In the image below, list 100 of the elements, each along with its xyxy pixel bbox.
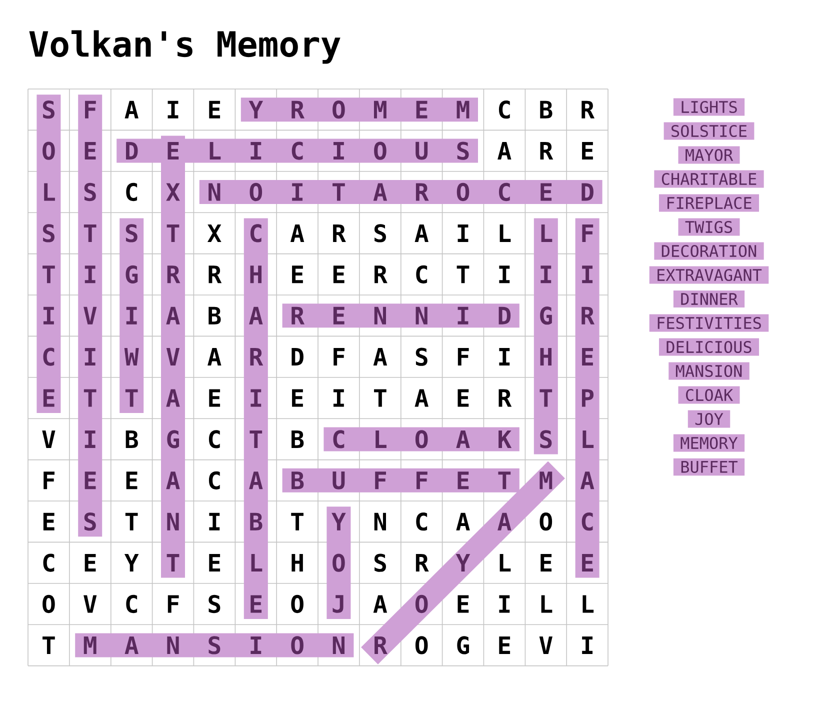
grid-letter: O: [374, 142, 386, 160]
grid-letter: Y: [124, 554, 139, 572]
grid-letter: O: [415, 594, 428, 614]
grid-letter: E: [168, 142, 179, 160]
grid-letter: E: [209, 554, 220, 572]
grid-letter: A: [414, 224, 428, 242]
grid-letter: N: [416, 306, 428, 324]
word-list-item: DELICIOUS: [659, 338, 760, 356]
grid-letter: L: [541, 224, 552, 242]
grid-letter: I: [458, 306, 468, 324]
grid-letter: L: [376, 430, 386, 448]
grid-letter: D: [126, 142, 138, 160]
grid-letter: S: [126, 224, 138, 242]
grid-letter: I: [499, 348, 510, 366]
grid-letter: E: [84, 142, 96, 160]
grid-letter: T: [84, 389, 96, 407]
grid-letter: U: [416, 142, 428, 160]
grid-letter: A: [166, 472, 180, 490]
grid-letter: E: [43, 512, 54, 530]
grid-letter: C: [582, 512, 593, 531]
grid-letter: I: [84, 430, 96, 448]
grid-letter: T: [125, 512, 138, 530]
grid-letter: V: [42, 430, 56, 448]
grid-letter: K: [498, 430, 512, 448]
grid-letter: E: [458, 595, 469, 613]
grid-letter: O: [415, 636, 428, 654]
grid-letter: A: [498, 142, 512, 160]
grid-letter: L: [582, 430, 594, 448]
grid-letter: E: [582, 554, 593, 572]
grid-letter: E: [126, 472, 138, 490]
grid-letter: S: [374, 554, 386, 572]
grid-letter: I: [209, 512, 220, 530]
word-list-item: BUFFET: [673, 458, 745, 476]
grid-letter: N: [374, 512, 386, 530]
grid-letter: E: [209, 100, 220, 118]
grid-letter: M: [84, 636, 96, 654]
grid-letter: O: [332, 554, 345, 572]
grid-letter: F: [85, 100, 96, 118]
grid-letter: L: [44, 183, 55, 201]
word-list-item: CHARITABLE: [654, 170, 764, 188]
grid-letter: N: [208, 183, 220, 201]
grid-letter: G: [167, 430, 180, 448]
grid-letter: R: [333, 224, 346, 242]
grid-letter: O: [456, 182, 470, 202]
word-list-item: MEMORY: [673, 434, 745, 452]
grid-letter: S: [208, 636, 220, 654]
word-list-item: CLOAK: [678, 386, 740, 404]
grid-letter: I: [250, 636, 262, 654]
grid-letter: P: [582, 389, 594, 407]
grid-letter: O: [332, 100, 345, 119]
grid-letter: A: [166, 389, 180, 407]
grid-letter: A: [373, 595, 388, 613]
grid-letter: C: [250, 224, 262, 242]
grid-letter: A: [249, 472, 263, 490]
word-list-item: TWIGS: [678, 218, 740, 236]
title: Volkan's Memory: [29, 30, 340, 64]
grid-letter: E: [209, 389, 220, 407]
grid-letter: I: [499, 595, 510, 613]
grid-letter: R: [540, 142, 554, 160]
grid-letter: C: [208, 430, 220, 448]
grid-letter: F: [416, 472, 428, 490]
grid-letter: R: [582, 306, 595, 324]
grid-letter: A: [290, 224, 304, 242]
grid-letter: S: [208, 594, 220, 614]
grid-letter: D: [498, 306, 511, 324]
grid-letter: A: [498, 512, 512, 530]
grid-letter: D: [292, 348, 304, 366]
grid-letter: R: [374, 636, 388, 654]
grid-letter: S: [416, 348, 428, 366]
grid-letter: C: [416, 265, 428, 284]
grid-letter: F: [44, 472, 54, 490]
word-list-item: JOY: [688, 410, 730, 428]
word-list-item: FIREPLACE: [659, 194, 760, 212]
grid-letter: O: [291, 636, 304, 654]
grid-letter: L: [500, 224, 511, 242]
grid-letter: B: [126, 430, 138, 448]
grid-letter: T: [540, 389, 552, 407]
grid-letter: S: [540, 430, 552, 448]
grid-letter: T: [498, 472, 511, 490]
grid-letter: A: [456, 512, 470, 530]
grid-letter: W: [124, 348, 139, 366]
grid-letter: A: [373, 183, 388, 201]
grid-letter: U: [332, 471, 345, 490]
grid-letter: A: [208, 348, 222, 366]
grid-letter: M: [456, 100, 470, 118]
grid-letter: F: [168, 595, 179, 613]
grid-letter: A: [414, 389, 428, 407]
grid-letter: E: [43, 389, 54, 407]
grid-letter: J: [332, 595, 344, 613]
grid-letter: O: [250, 182, 262, 202]
grid-letter: A: [249, 306, 263, 324]
grid-letter: I: [84, 266, 96, 284]
grid-letter: R: [416, 554, 429, 572]
grid-letter: C: [43, 348, 54, 366]
grid-letter: H: [292, 554, 303, 572]
grid-letter: O: [415, 430, 428, 448]
grid-letter: I: [333, 389, 344, 407]
grid-letter: B: [540, 100, 552, 118]
grid-letter: A: [456, 430, 470, 448]
grid-letter: C: [333, 430, 344, 448]
